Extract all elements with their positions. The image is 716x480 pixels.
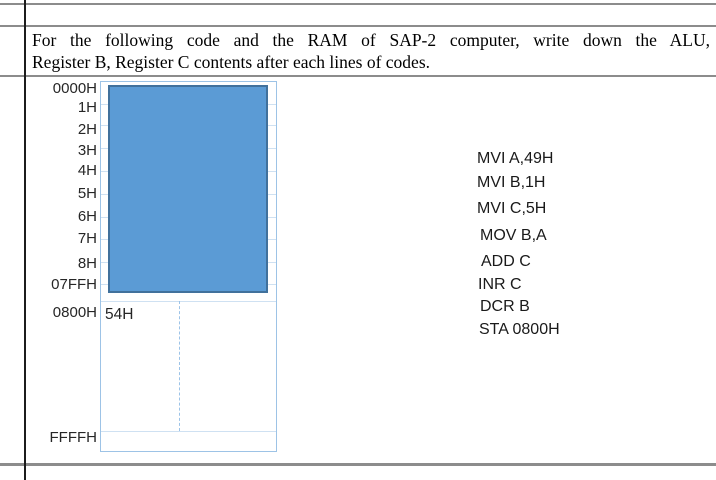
address-label: 5H [77,185,97,202]
question-line-1: For the following code and the RAM of SA… [32,30,710,50]
address-label: 8H [77,255,97,272]
address-label: 3H [77,142,97,159]
code-line: MOV B,A [480,227,547,244]
address-label: FFFFH [49,429,97,446]
question-text: For the following code and the RAM of SA… [32,30,710,73]
address-label: 6H [77,208,97,225]
divider-below-question [0,75,716,77]
code-line: INR C [478,276,522,293]
address-label: 0800H [52,304,97,321]
ram-occupied-region [108,85,268,293]
divider-above-question [0,25,716,27]
address-label: 0000H [52,80,97,97]
memory-cell-value-0800H: 54H [105,306,134,323]
question-line-2: Register B, Register C contents after ea… [32,51,431,72]
code-line: STA 0800H [479,321,560,338]
ram-row-line [101,431,276,432]
table-border-left [24,0,26,480]
ram-diagram-box: 54H [100,81,277,452]
code-line: DCR B [480,298,530,315]
code-line: MVI A,49H [477,150,554,167]
code-line: MVI B,1H [477,174,546,191]
address-label: 1H [77,99,97,116]
divider-top [0,3,716,5]
dashed-column-divider [179,301,180,431]
code-line: MVI C,5H [477,200,547,217]
address-label: 4H [77,162,97,179]
divider-bottom [0,463,716,466]
ram-row-line [101,301,276,302]
address-label: 2H [77,121,97,138]
address-label: 7H [77,230,97,247]
address-label: 07FFH [51,276,97,293]
code-line: ADD C [481,253,531,270]
